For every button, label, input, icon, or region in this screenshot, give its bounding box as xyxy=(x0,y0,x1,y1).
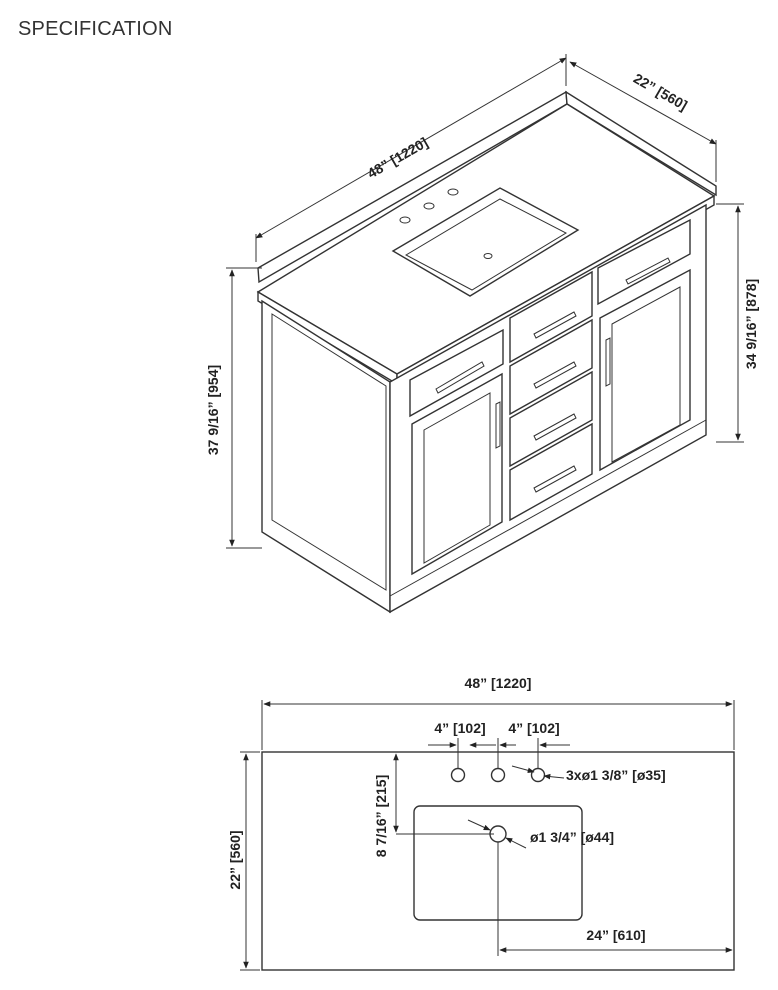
dim-width-perspective: 48” [1220] xyxy=(365,134,431,181)
door-right xyxy=(599,268,691,472)
dim-width-top: 48” [1220] xyxy=(465,675,532,691)
label-faucet-holes: 3xø1 3/8” [ø35] xyxy=(566,767,666,783)
dim-cabinet-height: 34 9/16” [878] xyxy=(743,279,759,369)
dim-faucet-spacing-right: 4” [102] xyxy=(508,720,559,736)
drawer-top-right xyxy=(597,218,691,306)
dim-sink-offset: 8 7/16” [215] xyxy=(373,775,389,858)
page-title: SPECIFICATION xyxy=(18,18,173,40)
drawer-top-left xyxy=(409,328,504,418)
faucet-hole-right xyxy=(530,767,546,783)
door-left xyxy=(411,372,503,576)
vanity-perspective: 48” [1220] 22” [560] 34 9/16” [878] 37 9… xyxy=(205,54,759,614)
center-drawers xyxy=(509,270,593,522)
faucet-hole-left xyxy=(450,767,466,783)
faucet-hole-center xyxy=(490,767,506,783)
dim-depth-perspective: 22” [560] xyxy=(631,70,690,113)
dim-overall-height: 37 9/16” [954] xyxy=(205,365,221,455)
drain-icon xyxy=(483,253,493,259)
dim-depth-top: 22” [560] xyxy=(227,830,243,889)
dim-drain-to-edge: 24” [610] xyxy=(586,927,645,943)
dim-faucet-spacing-left: 4” [102] xyxy=(434,720,485,736)
label-drain: ø1 3/4” [ø44] xyxy=(530,829,614,845)
vanity-top-view: 48” [1220] 22” [560] 4” [102] 4” [102] 3… xyxy=(227,675,735,971)
